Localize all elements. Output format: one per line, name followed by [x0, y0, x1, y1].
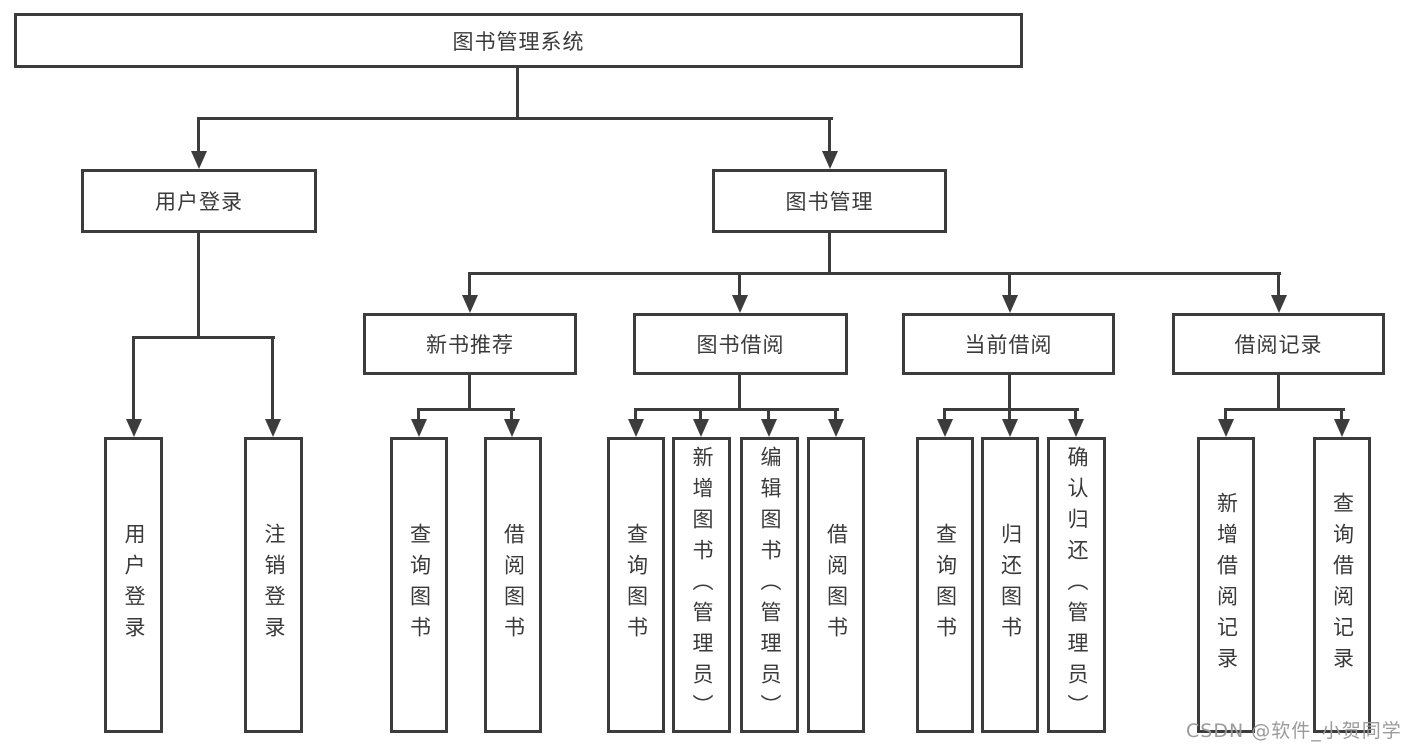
- arrow-down-icon: [732, 295, 748, 313]
- leaf-records-query-record: 查询借阅记录: [1313, 437, 1371, 733]
- node-user-login-branch-label: 用户登录: [155, 190, 243, 214]
- edge-current-hline: [943, 408, 1079, 411]
- edge-records-vline: [1277, 375, 1280, 411]
- leaf-borrow-add-books-admin: 新增图书（管理员）: [672, 437, 731, 733]
- edge-bookmgmt-shaft: [468, 272, 471, 298]
- leaf-borrow-borrow-books-label: 借阅图书: [824, 523, 849, 647]
- arrow-down-icon: [1002, 295, 1018, 313]
- edge-bookmgmt-shaft: [1008, 272, 1011, 298]
- node-current-borrow: 当前借阅: [902, 313, 1115, 375]
- edge-bookborrow-shaft: [634, 408, 637, 422]
- edge-bookmgmt-vline: [828, 232, 831, 275]
- edge-userlogin-vline: [197, 233, 200, 339]
- arrow-down-icon: [693, 419, 709, 437]
- node-root-label: 图书管理系统: [452, 29, 585, 54]
- edge-current-shaft: [1008, 408, 1011, 422]
- edge-bookborrow-shaft: [834, 408, 837, 422]
- leaf-borrow-edit-books-admin-label: 编辑图书（管理员）: [758, 445, 782, 725]
- leaf-borrow-borrow-books: 借阅图书: [807, 437, 865, 733]
- node-book-mgmt-label: 图书管理: [785, 190, 874, 214]
- node-book-mgmt: 图书管理: [712, 169, 947, 233]
- leaf-current-confirm-return-admin: 确认归还（管理员）: [1047, 437, 1106, 733]
- edge-current-vline: [1008, 375, 1011, 411]
- node-new-books-label: 新书推荐: [426, 333, 514, 357]
- leaf-borrow-add-books-admin-label: 新增图书（管理员）: [690, 445, 714, 725]
- arrow-down-icon: [411, 419, 427, 437]
- node-current-borrow-label: 当前借阅: [964, 333, 1053, 357]
- node-borrow-records-label: 借阅记录: [1234, 333, 1323, 357]
- edge-userlogin-hline: [132, 336, 275, 339]
- edge-root-vline: [516, 67, 519, 120]
- node-book-borrow: 图书借阅: [633, 313, 848, 375]
- edge-bookmgmt-shaft: [1277, 272, 1280, 298]
- edge-bookmgmt-shaft: [738, 272, 741, 298]
- leaf-newbooks-borrow-books-label: 借阅图书: [501, 523, 526, 647]
- arrow-down-icon: [504, 419, 520, 437]
- arrow-down-icon: [462, 295, 478, 313]
- leaf-current-query-books: 查询图书: [916, 437, 974, 733]
- arrow-down-icon: [1218, 419, 1234, 437]
- arrow-down-icon: [265, 419, 281, 437]
- arrow-down-icon: [1068, 419, 1084, 437]
- leaf-current-query-books-label: 查询图书: [933, 523, 958, 647]
- edge-bookborrow-shaft: [699, 408, 702, 422]
- leaf-borrow-edit-books-admin: 编辑图书（管理员）: [740, 437, 799, 733]
- edge-bookborrow-vline: [738, 375, 741, 411]
- leaf-borrow-query-books: 查询图书: [607, 437, 665, 733]
- node-new-books: 新书推荐: [363, 313, 577, 375]
- leaf-records-query-record-label: 查询借阅记录: [1330, 492, 1355, 678]
- edge-current-shaft: [1074, 408, 1077, 422]
- node-root: 图书管理系统: [14, 13, 1023, 68]
- arrow-down-icon: [1002, 419, 1018, 437]
- leaf-logout: 注销登录: [244, 437, 303, 733]
- leaf-user-login: 用户登录: [104, 437, 163, 733]
- leaf-user-login-label: 用户登录: [122, 523, 146, 647]
- leaf-records-add-record-label: 新增借阅记录: [1214, 492, 1239, 678]
- edge-current-shaft: [943, 408, 946, 422]
- edge-records-shaft: [1224, 408, 1227, 422]
- edge-root-left-shaft: [197, 117, 200, 155]
- edge-bookmgmt-hline: [468, 272, 1281, 275]
- arrow-down-icon: [1334, 419, 1350, 437]
- edge-userlogin-right-shaft: [271, 336, 274, 422]
- arrow-down-icon: [628, 419, 644, 437]
- arrow-down-icon: [126, 419, 142, 437]
- leaf-current-return-books: 归还图书: [981, 437, 1039, 733]
- arrow-down-icon: [1271, 295, 1287, 313]
- edge-newbooks-hline: [417, 408, 515, 411]
- arrow-down-icon: [191, 151, 207, 169]
- edge-root-right-shaft: [828, 117, 831, 155]
- leaf-current-return-books-label: 归还图书: [998, 523, 1023, 647]
- arrow-down-icon: [761, 419, 777, 437]
- edge-records-shaft: [1340, 408, 1343, 422]
- leaf-records-add-record: 新增借阅记录: [1197, 437, 1255, 733]
- edge-root-hline: [197, 117, 833, 120]
- node-book-borrow-label: 图书借阅: [696, 333, 785, 357]
- leaf-newbooks-query-books: 查询图书: [390, 437, 448, 733]
- arrow-down-icon: [822, 151, 838, 169]
- node-borrow-records: 借阅记录: [1172, 313, 1385, 375]
- edge-records-hline: [1224, 408, 1345, 411]
- node-user-login-branch: 用户登录: [81, 169, 317, 233]
- edge-bookborrow-shaft: [767, 408, 770, 422]
- arrow-down-icon: [828, 419, 844, 437]
- leaf-logout-label: 注销登录: [262, 523, 286, 647]
- arrow-down-icon: [937, 419, 953, 437]
- edge-newbooks-shaft: [510, 408, 513, 422]
- csdn-watermark: CSDN @软件_小贺同学: [1186, 720, 1402, 742]
- leaf-newbooks-borrow-books: 借阅图书: [484, 437, 542, 733]
- edge-bookborrow-hline: [634, 408, 839, 411]
- leaf-current-confirm-return-admin-label: 确认归还（管理员）: [1065, 445, 1089, 725]
- edge-newbooks-shaft: [417, 408, 420, 422]
- leaf-borrow-query-books-label: 查询图书: [624, 523, 649, 647]
- edge-userlogin-left-shaft: [132, 336, 135, 422]
- leaf-newbooks-query-books-label: 查询图书: [407, 523, 432, 647]
- edge-newbooks-vline: [468, 375, 471, 411]
